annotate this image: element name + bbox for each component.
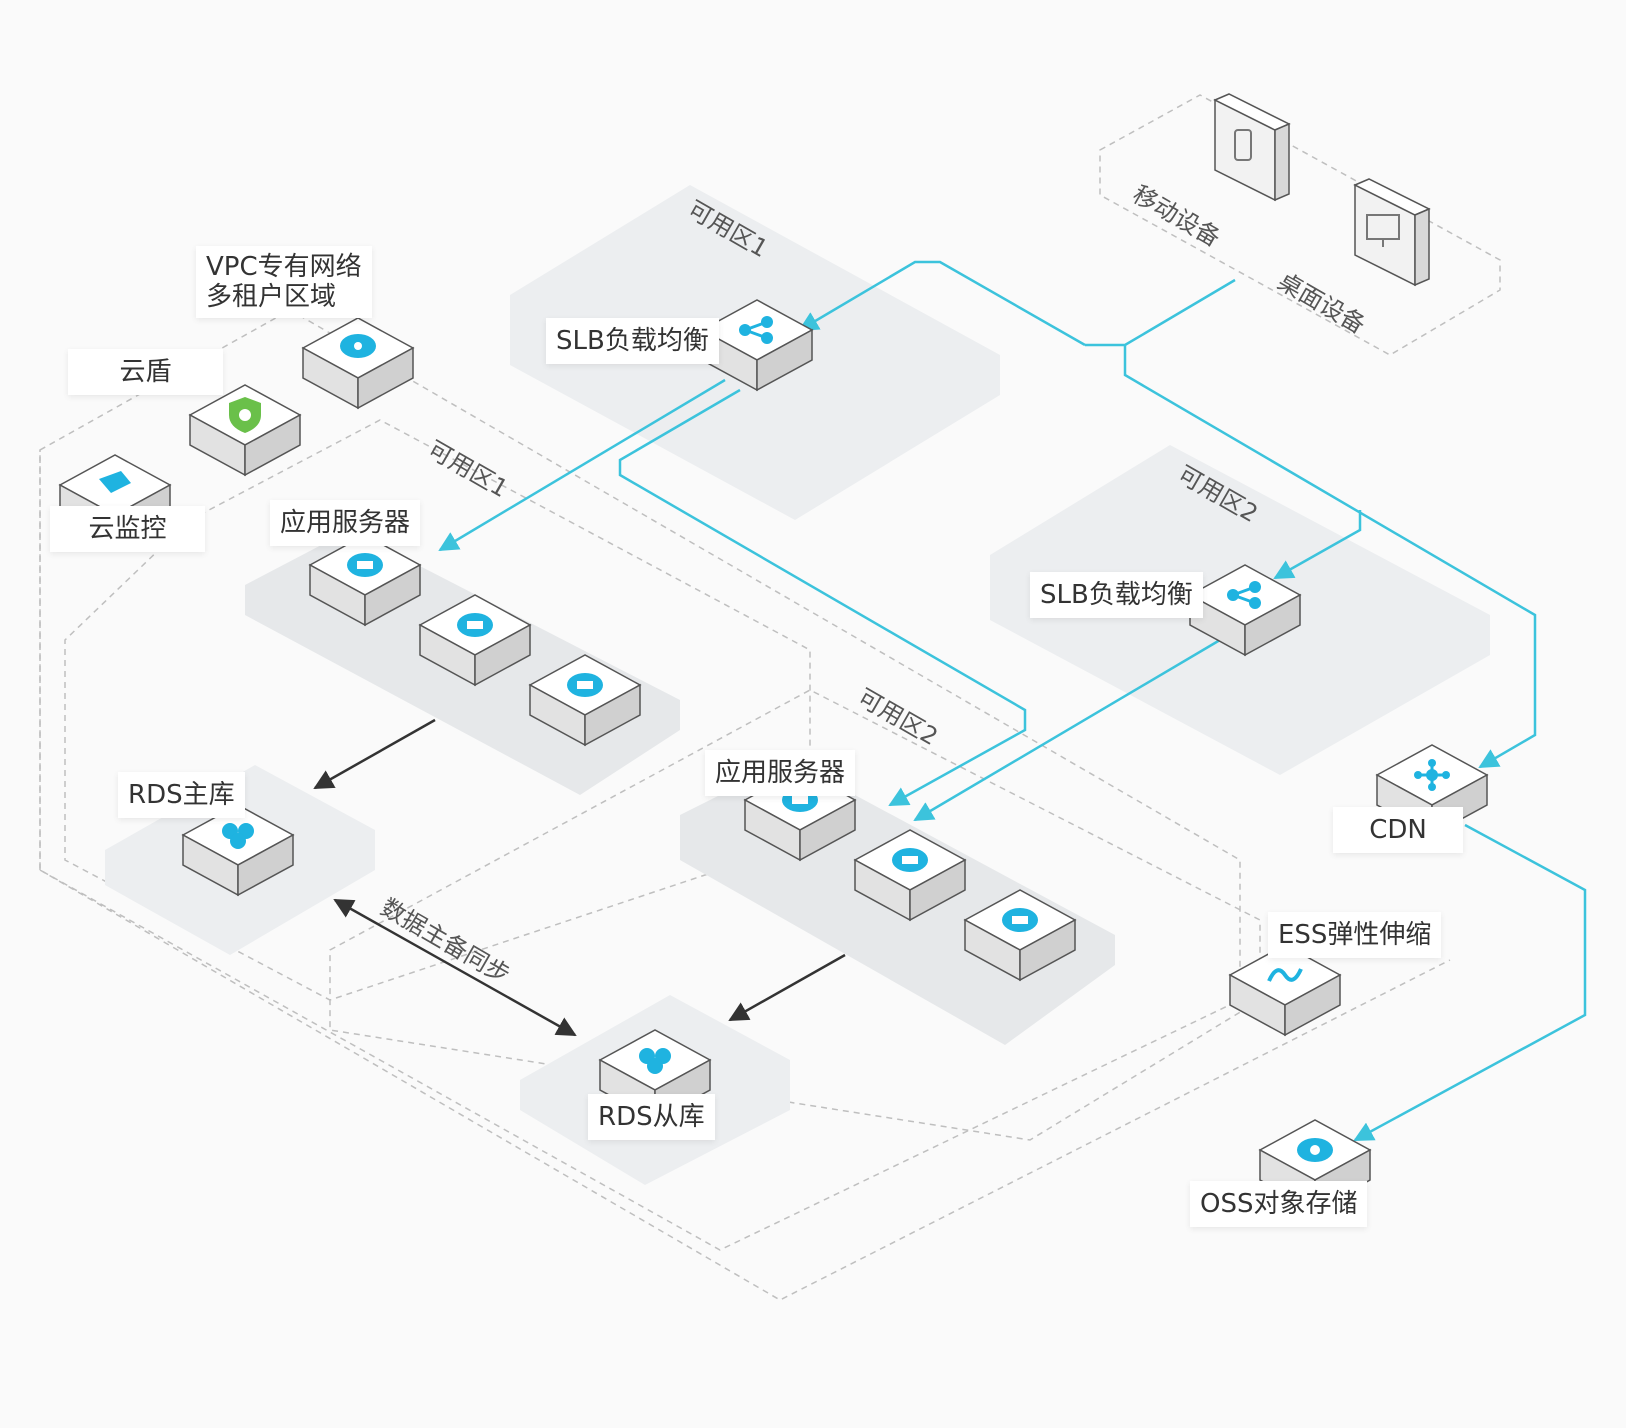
app-server-2-label: 应用服务器 [705, 750, 856, 796]
ess-box [1229, 944, 1341, 1036]
oss-box [1259, 1119, 1371, 1211]
yunjiankong-label: 云监控 [50, 506, 205, 552]
link-devices-junction [1085, 278, 1236, 347]
share-node-icon [739, 316, 773, 344]
yundun-box [189, 384, 301, 476]
link-slb-right-app2 [913, 638, 1221, 822]
vpc-box [302, 317, 414, 409]
link-slb-top-app1 [438, 378, 726, 552]
app2-server-3 [964, 889, 1076, 981]
cloud-server-icon [347, 553, 383, 577]
app1-server-3 [529, 654, 641, 746]
vpc-label: VPC专有网络 多租户区域 [196, 246, 372, 318]
slb-right-box [1189, 564, 1301, 656]
rds-slave-box [599, 1029, 711, 1121]
shield-icon [229, 397, 261, 433]
mobile-device [1213, 93, 1291, 202]
arrow-app1-rds-master [313, 718, 436, 790]
devices [59, 299, 1488, 1211]
client-devices [1213, 93, 1431, 287]
link-cdn-oss [1353, 823, 1587, 1142]
rds-master-box [182, 804, 294, 896]
devices-outline [1099, 94, 1501, 356]
slb-right-label: SLB负载均衡 [1030, 572, 1203, 618]
database-cluster-icon [639, 1048, 671, 1074]
share-node-icon [1227, 581, 1261, 609]
database-cluster-icon [222, 823, 254, 849]
oss-label: OSS对象存储 [1190, 1181, 1368, 1227]
link-junction-slb-top [798, 260, 1086, 347]
link-slb-right-branch [1273, 510, 1362, 580]
app2-server-2 [854, 829, 966, 921]
link-junction-cdn [1123, 345, 1537, 769]
smartphone-icon [1234, 129, 1252, 161]
network-hub-icon [1414, 759, 1450, 791]
ess-label: ESS弹性伸缩 [1268, 912, 1442, 958]
cloud-server-icon [892, 848, 928, 872]
cloud-server-icon [567, 673, 603, 697]
monitor-icon [99, 471, 131, 493]
arrow-app2-rds-slave [728, 953, 846, 1022]
app1-server-2 [419, 594, 531, 686]
yunjiankong-box [59, 454, 171, 546]
vpc-label-sub: 多租户区域 [206, 282, 337, 312]
cloud-network-icon [340, 334, 376, 358]
blue-links [438, 260, 1587, 1142]
scaling-icon [1267, 968, 1303, 982]
app-server-1-label: 应用服务器 [270, 500, 421, 546]
storage-icon [1297, 1138, 1333, 1162]
cdn-label: CDN [1333, 807, 1463, 853]
yundun-label: 云盾 [68, 349, 223, 395]
vpc-label-title: VPC专有网络 [206, 252, 362, 282]
slb-top-label: SLB负载均衡 [546, 318, 719, 364]
desktop-device [1353, 178, 1431, 287]
link-slb-top-app2 [618, 388, 1027, 807]
vpc-outer-outline [39, 450, 1451, 1301]
app1-server-1 [309, 534, 421, 626]
cdn-box [1376, 744, 1488, 836]
dark-arrows [313, 718, 846, 1037]
rds-slave-label: RDS从库 [588, 1094, 715, 1140]
cloud-server-icon [1002, 908, 1038, 932]
slb-top-box [701, 299, 813, 391]
monitor-screen-icon [1366, 214, 1400, 247]
rds-master-label: RDS主库 [118, 772, 245, 818]
cloud-server-icon [457, 613, 493, 637]
arrow-sync [333, 898, 577, 1037]
